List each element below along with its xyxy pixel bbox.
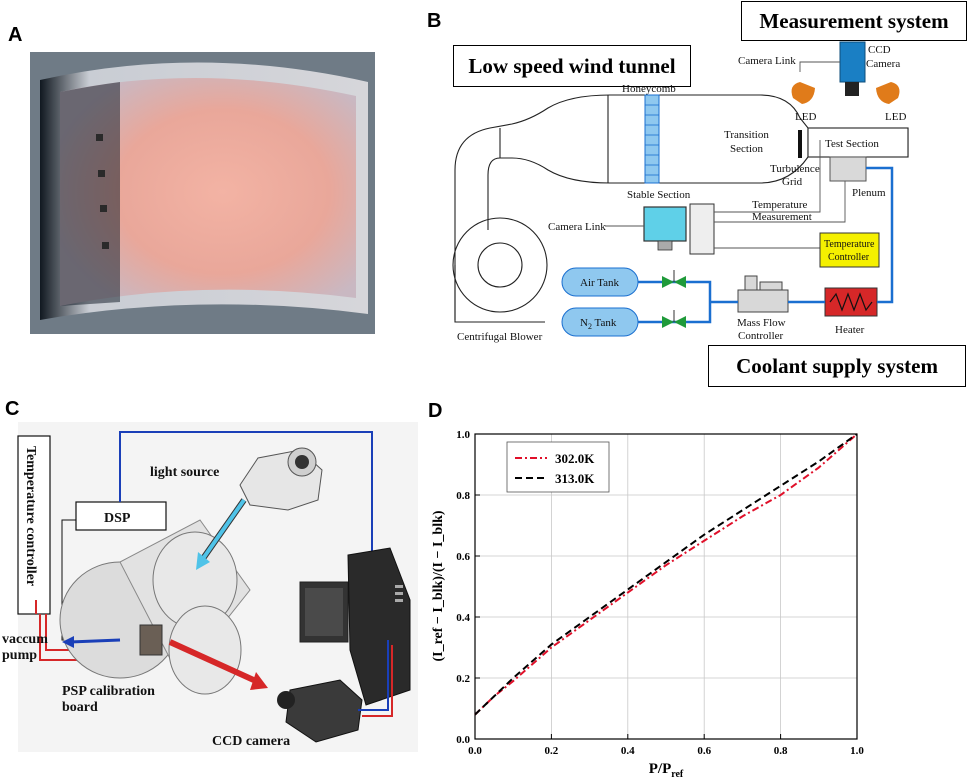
turbulence-label-2: Grid bbox=[782, 176, 803, 188]
temp-controller-label-1: Temperature bbox=[824, 239, 875, 250]
light-source-label: light source bbox=[150, 465, 219, 480]
led-right-icon bbox=[876, 82, 900, 104]
temp-measure-label-1: Temperature bbox=[752, 199, 808, 211]
vaccum-label-2: pump bbox=[2, 648, 37, 663]
y-tick-label: 0.2 bbox=[456, 673, 470, 685]
heater-label: Heater bbox=[835, 324, 865, 336]
plenum-box bbox=[829, 156, 867, 182]
x-tick-label: 0.6 bbox=[697, 745, 711, 757]
x-tick-label: 0.0 bbox=[468, 745, 482, 757]
camera-link-top-label: Camera Link bbox=[738, 55, 796, 67]
honeycomb-label: Honeycomb bbox=[622, 83, 676, 95]
mass-flow-label-1: Mass Flow bbox=[737, 317, 786, 329]
x-tick-label: 0.8 bbox=[774, 745, 788, 757]
y-tick-label: 0.4 bbox=[456, 612, 470, 624]
led-left-label: LED bbox=[795, 111, 816, 123]
chart-ticks: 0.0 0.2 0.4 0.6 0.8 1.0 0.0 0.2 0.4 0.6 0.8 1.0 bbox=[456, 429, 864, 757]
air-tank-label: Air Tank bbox=[580, 277, 620, 289]
plot-area-frame bbox=[474, 433, 858, 740]
y-tick-label: 1.0 bbox=[456, 429, 470, 441]
led-right-label: LED bbox=[885, 111, 906, 123]
coolant-supply-title: Coolant supply system bbox=[708, 345, 966, 387]
turbulence-label-1: Turbulence bbox=[770, 163, 820, 175]
ccd-camera-icon-c bbox=[285, 679, 363, 743]
plenum-label: Plenum bbox=[852, 187, 886, 199]
x-axis-label: P/Pref bbox=[649, 761, 684, 778]
psp-plate-illustration bbox=[30, 52, 375, 334]
temperature-controller-box bbox=[819, 232, 880, 268]
series-line-302.0K bbox=[474, 433, 858, 716]
test-section-label: Test Section bbox=[825, 138, 879, 150]
ccd-camera-lens bbox=[845, 82, 859, 96]
ccd-camera-body bbox=[839, 41, 866, 83]
legend-label: 313.0K bbox=[555, 471, 595, 486]
chart-series bbox=[474, 433, 858, 716]
led-left-icon bbox=[791, 82, 815, 104]
panel-label-c: C bbox=[5, 398, 20, 420]
ccd-camera-label-c: CCD camera bbox=[212, 734, 290, 749]
turbulence-grid-bar bbox=[798, 130, 802, 158]
mass-flow-label-2: Controller bbox=[738, 330, 784, 342]
transition-label-2: Section bbox=[730, 143, 763, 155]
measurement-system-title: Measurement system bbox=[741, 1, 967, 41]
transition-label-1: Transition bbox=[724, 129, 769, 141]
camera-link-mid-label: Camera Link bbox=[548, 221, 606, 233]
signal-wiring bbox=[605, 61, 846, 249]
wind-tunnel-title: Low speed wind tunnel bbox=[453, 45, 691, 87]
x-tick-label: 1.0 bbox=[850, 745, 864, 757]
stable-section-label: Stable Section bbox=[627, 189, 691, 201]
honeycomb-grid bbox=[645, 104, 659, 176]
valve-icons bbox=[662, 276, 686, 328]
psp-plate-photo bbox=[30, 52, 375, 334]
vaccum-label-1: vaccum bbox=[2, 632, 48, 647]
computer-tower-icon-c bbox=[347, 547, 411, 706]
legend-label: 302.0K bbox=[555, 451, 595, 466]
chart-legend: 302.0K 313.0K bbox=[506, 441, 610, 493]
psp-label-2: board bbox=[62, 700, 98, 715]
legend-box bbox=[506, 441, 610, 493]
series-line-313.0K bbox=[474, 433, 858, 716]
ccd-label-2: Camera bbox=[866, 58, 900, 70]
test-section-box bbox=[807, 127, 909, 158]
ccd-label-1: CCD bbox=[868, 44, 891, 56]
dsp-label: DSP bbox=[104, 511, 131, 526]
x-tick-label: 0.4 bbox=[621, 745, 635, 757]
temp-measure-label-2: Measurement bbox=[752, 211, 812, 223]
psp-board-sample bbox=[139, 624, 163, 656]
x-tick-label: 0.2 bbox=[545, 745, 559, 757]
honeycomb-block bbox=[644, 94, 660, 184]
temperature-controller-box-c bbox=[17, 435, 51, 615]
n2-tank-label: N2 Tank bbox=[580, 317, 617, 331]
y-tick-label: 0.6 bbox=[456, 551, 470, 563]
panel-label-b: B bbox=[427, 10, 442, 32]
y-tick-label: 0.0 bbox=[456, 734, 470, 746]
panel-c-illustration bbox=[17, 422, 418, 752]
temp-controller-label-2: Controller bbox=[828, 252, 870, 263]
temperature-controller-label: Temperature controller bbox=[23, 446, 38, 586]
y-tick-label: 0.8 bbox=[456, 490, 470, 502]
panel-label-a: A bbox=[8, 24, 23, 46]
computer-tower-icon bbox=[689, 203, 715, 255]
centrifugal-blower-label: Centrifugal Blower bbox=[457, 331, 543, 343]
psp-label-1: PSP calibration bbox=[62, 684, 155, 699]
panel-label-d: D bbox=[428, 400, 443, 422]
y-axis-label: (I_ref − I_blk)/(I − I_blk) bbox=[431, 510, 446, 661]
